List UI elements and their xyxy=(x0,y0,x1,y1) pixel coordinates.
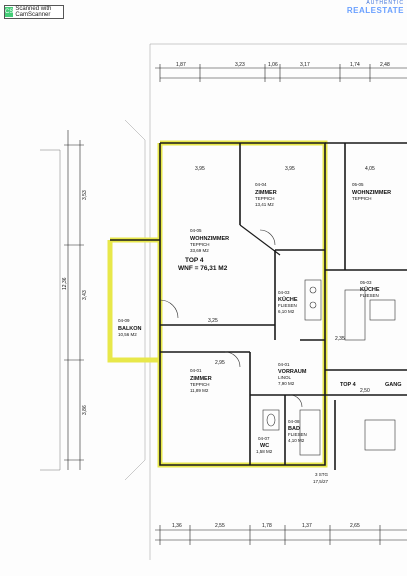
top4-label: TOP 4 xyxy=(340,382,357,388)
balkon-area: 10,56 M2 xyxy=(118,332,137,337)
dim-top-1: 3,23 xyxy=(235,62,245,68)
zimmer-right-code: 05-05 xyxy=(352,182,364,187)
zimmer-top-floor: TEPPICH xyxy=(255,196,275,201)
wall-label-3: 3,25 xyxy=(208,318,218,324)
kueche-name: KÜCHE xyxy=(278,296,298,303)
dimension-left xyxy=(64,130,84,470)
balkon-code: 04-09 xyxy=(118,318,130,323)
gang-label: GANG xyxy=(385,382,402,388)
bad-area: 4,10 M2 xyxy=(288,438,305,443)
zimmer-top-code: 04-04 xyxy=(255,182,267,187)
vorraum-area: 7,90 M2 xyxy=(278,381,295,386)
dim-left-2: 3,86 xyxy=(82,405,88,415)
wall-label-5: 2,35 xyxy=(335,336,345,342)
kueche-right-name: KÜCHE xyxy=(360,286,380,293)
zimmer-bottom-floor: TEPPICH xyxy=(190,382,210,387)
brand-line2: REALESTATE xyxy=(346,6,404,15)
kitchen-partition xyxy=(239,224,281,256)
top4-value: 2,50 xyxy=(360,388,370,394)
dim-left-1: 3,43 xyxy=(82,290,88,300)
door-swings xyxy=(159,229,303,408)
wohnzimmer-floor: TEPPICH xyxy=(190,242,210,247)
dim-bottom-3: 1,37 xyxy=(302,523,312,529)
wall-label-1: 3,95 xyxy=(285,166,295,172)
dim-top-2: 1,06 xyxy=(268,62,278,68)
camscanner-badge: CS Scanned with CamScanner xyxy=(4,5,64,19)
dimension-bottom xyxy=(155,525,407,545)
wohnzimmer-code: 04-05 xyxy=(190,228,202,233)
fixtures xyxy=(262,279,396,456)
zimmer-top-name: ZIMMER xyxy=(255,190,277,196)
bad-name: BAD xyxy=(288,426,300,432)
vorraum-name: VORRAUM xyxy=(278,369,307,375)
zimmer-top-area: 13,41 M2 xyxy=(255,202,274,207)
wc-code: 04-07 xyxy=(258,436,270,441)
stg-label: 3 STG xyxy=(315,472,329,477)
camscanner-text: Scanned with CamScanner xyxy=(15,6,52,18)
wall-label-0: 3,95 xyxy=(195,166,205,172)
camscanner-logo-icon: CS xyxy=(5,7,14,17)
wohnzimmer-name: WOHNZIMMER xyxy=(190,236,229,242)
dimension-top xyxy=(155,64,407,82)
background-hatch xyxy=(40,43,407,560)
balkon-name: BALKON xyxy=(118,326,142,332)
dim-bottom-2: 1,78 xyxy=(262,523,272,529)
unit-name: TOP 4 xyxy=(185,257,204,264)
stg-value: 17,5/27 xyxy=(313,479,329,484)
kueche-right-floor: FLIESEN xyxy=(360,293,379,298)
dim-top-5: 2,48 xyxy=(380,62,390,68)
unit-area: WNF = 76,31 M2 xyxy=(178,265,228,272)
bad-floor: FLIESEN xyxy=(288,432,307,437)
kueche-area: 6,10 M2 xyxy=(278,309,295,314)
dim-left-0: 3,53 xyxy=(82,190,88,200)
vorraum-floor: LINOL xyxy=(278,375,292,380)
dim-bottom-4: 2,65 xyxy=(350,523,360,529)
bad-code: 04-08 xyxy=(288,419,300,424)
vorraum-code: 04-01 xyxy=(278,362,290,367)
wall-label-2: 4,05 xyxy=(365,166,375,172)
brand-line1: AUTHENTIC xyxy=(366,0,404,6)
brand-logo: AUTHENTIC REALESTATE xyxy=(347,0,404,15)
wohnzimmer-area: 33,69 M2 xyxy=(190,248,209,253)
dim-left-total: 12,36 xyxy=(62,277,68,290)
dim-top-4: 1,74 xyxy=(350,62,360,68)
wall-label-4: 2,95 xyxy=(215,360,225,366)
dim-top-0: 1,87 xyxy=(176,62,186,68)
zimmer-bottom-code: 04-01 xyxy=(190,368,202,373)
dim-top-3: 3,17 xyxy=(300,62,310,68)
zimmer-bottom-area: 11,89 M2 xyxy=(190,388,209,393)
zimmer-right-name: WOHNZIMMER xyxy=(352,190,391,196)
wc-name: WC xyxy=(260,443,269,449)
kueche-code: 04-03 xyxy=(278,290,290,295)
kueche-floor: FLIESEN xyxy=(278,303,297,308)
dim-bottom-0: 1,36 xyxy=(172,523,182,529)
zimmer-right-floor: TEPPICH xyxy=(352,196,372,201)
dim-bottom-1: 2,55 xyxy=(215,523,225,529)
kueche-right-code: 05-03 xyxy=(360,280,372,285)
zimmer-bottom-name: ZIMMER xyxy=(190,376,212,382)
unit-walls xyxy=(110,142,407,470)
wc-area: 1,58 M2 xyxy=(256,449,273,454)
